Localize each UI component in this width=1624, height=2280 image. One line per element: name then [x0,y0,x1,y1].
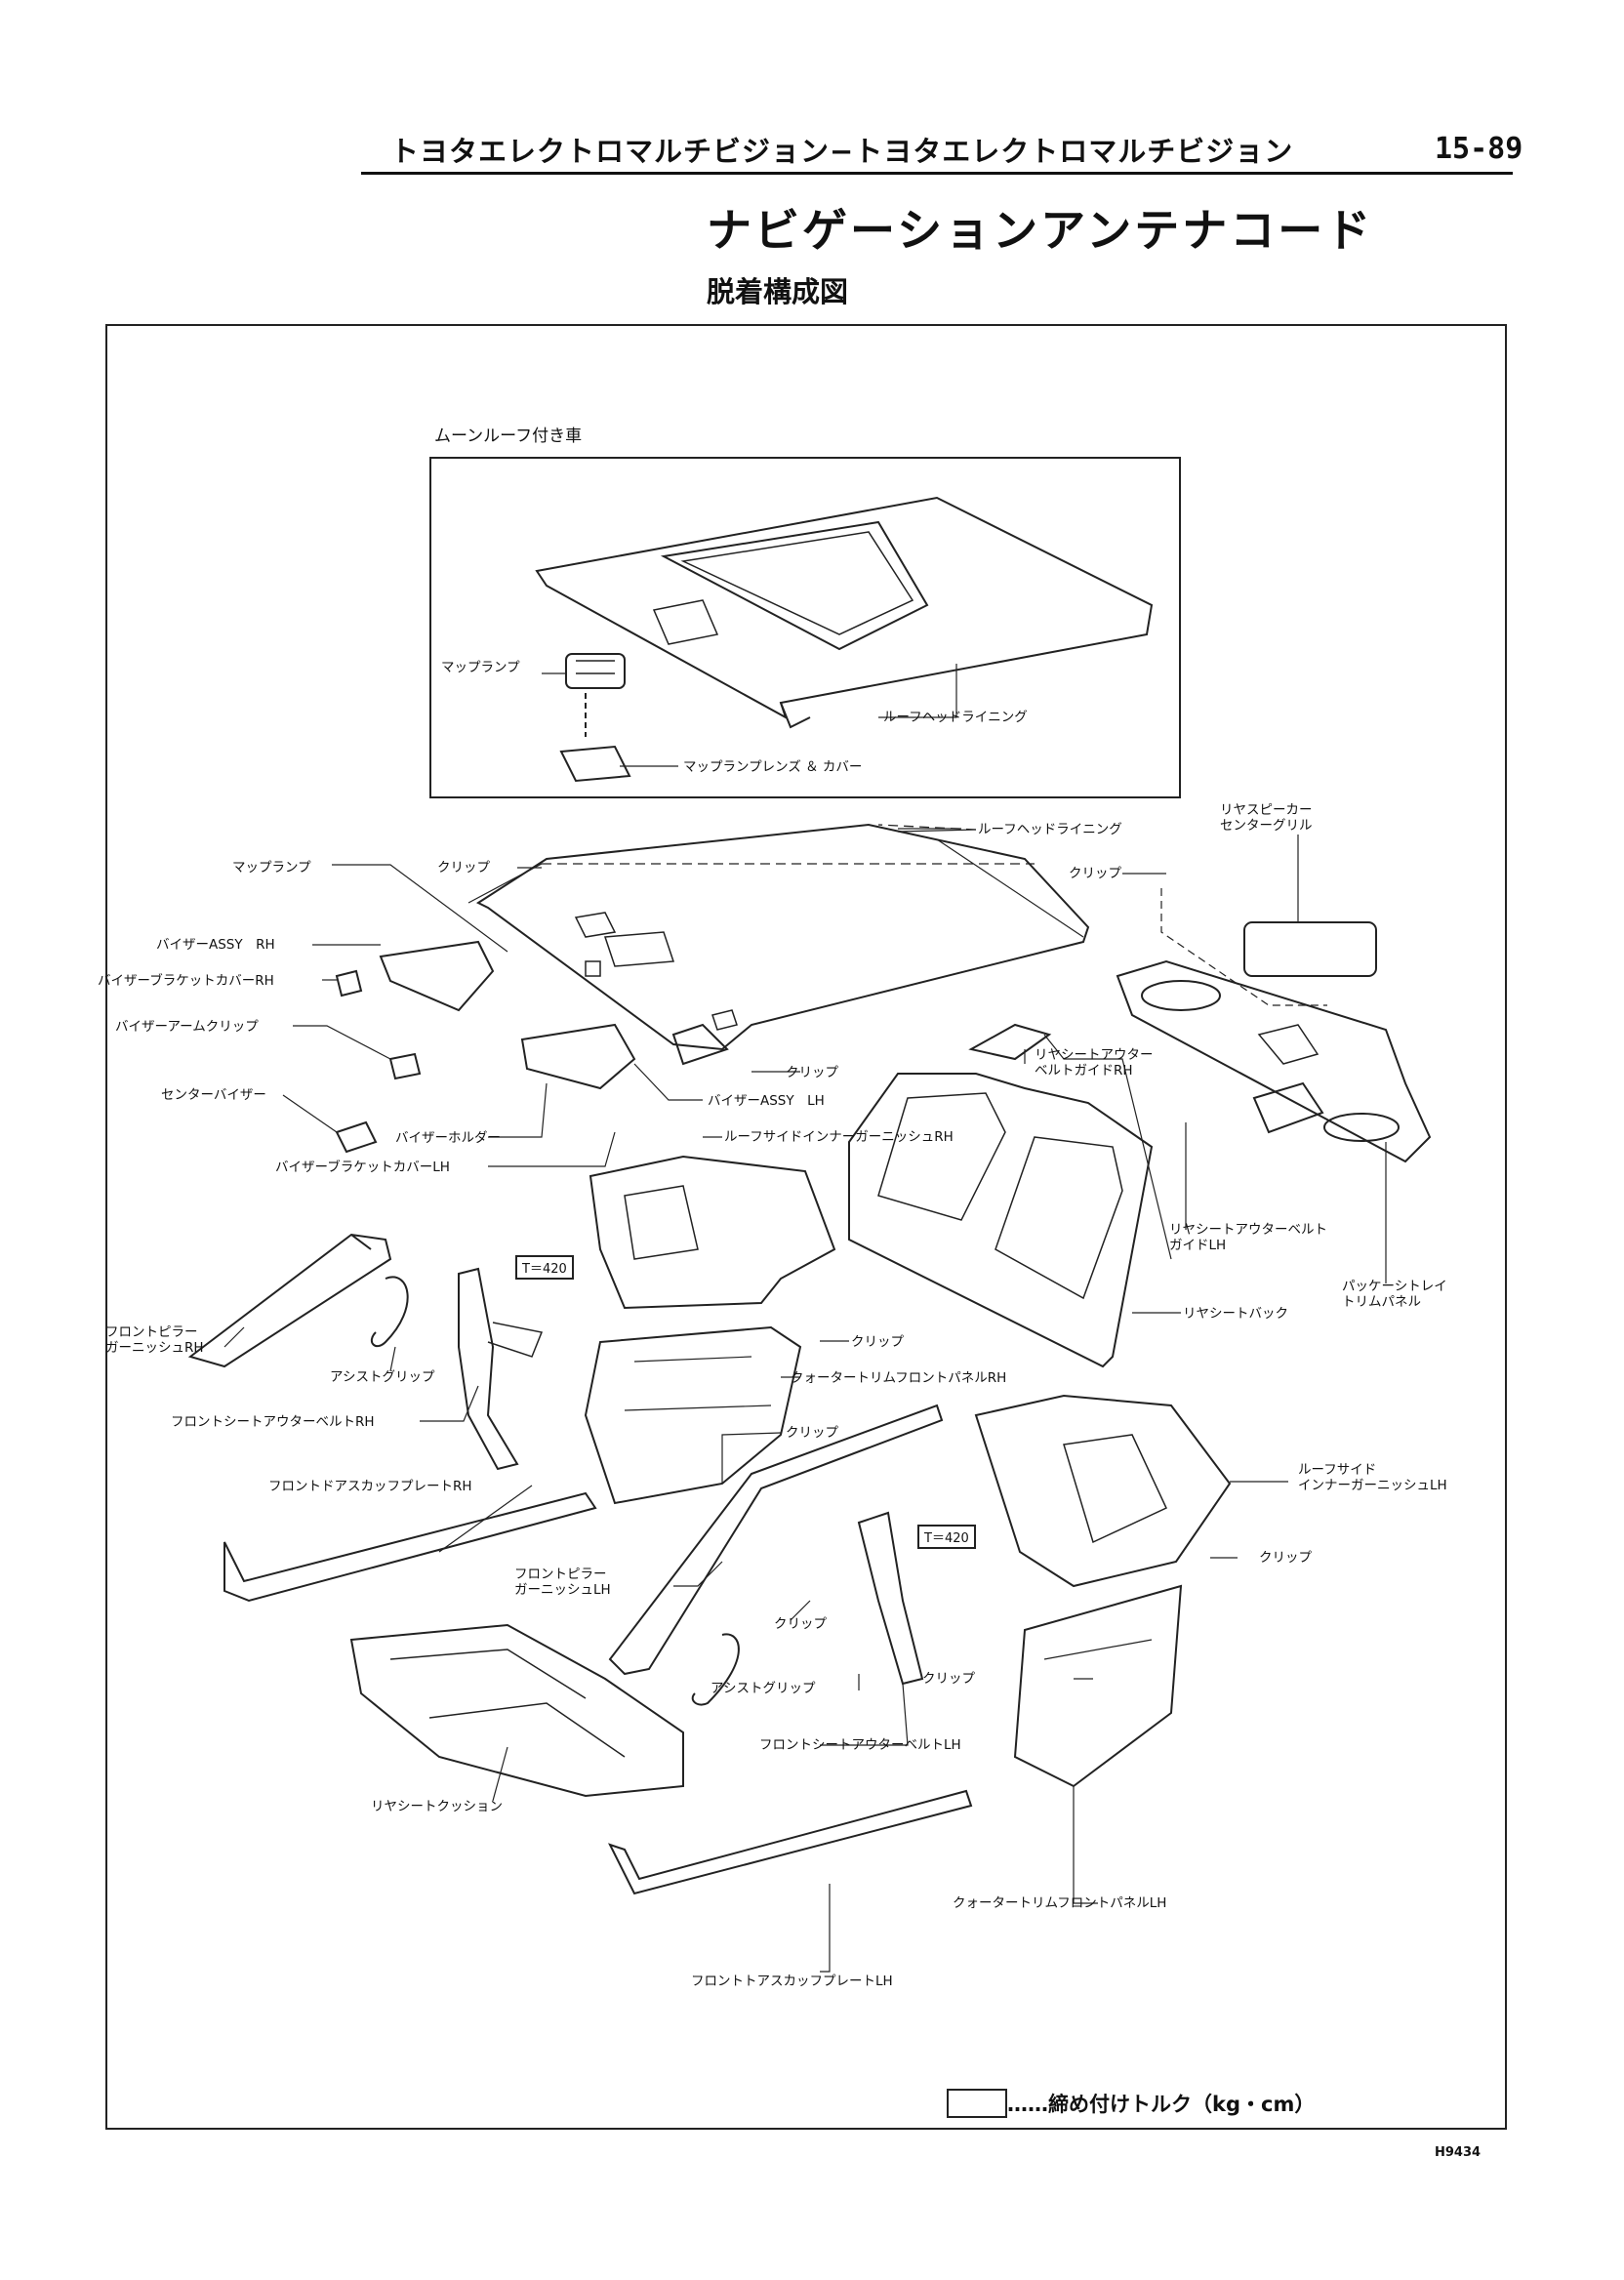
label-assist-grip-lh: アシストグリップ [710,1681,816,1696]
page-subtitle: 脱着構成図 [707,275,849,308]
label-clip-top-right: クリップ [1069,866,1121,881]
front-seat-outer-belt-lh [857,1511,924,1686]
label-rear-seat-outer-belt-guide-lh: リヤシートアウターベルト ガイドLH [1169,1222,1327,1253]
figure-code: H9434 [1435,2145,1482,2160]
label-roof-side-inner-garnish-lh: ルーフサイド インナーガーニッシュLH [1298,1462,1447,1493]
label-center-visor: センターバイザー [161,1087,266,1103]
label-front-pillar-garnish-lh: フロントピラー ガーニッシュLH [514,1567,611,1598]
label-clip-top-left: クリップ [437,860,490,875]
inset-lamp-lens [559,745,631,783]
visor-rh [379,940,495,1012]
package-tray [1116,959,1432,1163]
page-title: ナビゲーションアンテナコード [707,204,1374,257]
label-rear-seat-outer-belt-guide-rh: リヤシートアウター ベルトガイドRH [1035,1047,1154,1079]
label-visor-holder: バイザーホルダー [395,1130,501,1146]
label-visor-bracket-cover-lh: バイザーブラケットカバーLH [275,1160,450,1175]
front-pillar-garnish-rh [187,1233,392,1368]
label-rear-seat-cushion: リヤシートクッション [371,1799,503,1814]
roof-side-inner-garnish-lh [974,1394,1232,1588]
assist-grip-rh [370,1276,409,1348]
inset-map-lamp [565,653,626,689]
label-clip-center: クリップ [786,1065,838,1080]
torque-spec-rh: T＝420 [515,1255,574,1280]
front-pillar-garnish-lh [608,1404,944,1676]
label-rear-speaker-grille: リヤスピーカー センターグリル [1220,802,1313,834]
label-clip-lh-1: クリップ [774,1616,827,1632]
legend-text: ……締め付けトルク（kg・cm） [1007,2093,1316,2116]
label-rear-seat-back: リヤシートバック [1183,1306,1288,1322]
quarter-trim-rh [584,1325,802,1505]
label-front-pillar-garnish-rh: フロントピラー ガーニッシュRH [105,1324,204,1356]
rear-seat-back [848,1073,1154,1368]
label-visor-assy-rh: バイザーASSY RH [156,937,275,953]
label-package-tray-trim-panel: パッケーシトレイ トリムパネル [1342,1279,1447,1310]
label-front-door-scuff-plate-lh: フロントトアスカッフプレートLH [691,1974,893,1989]
label-visor-assy-lh: バイザーASSY LH [708,1093,825,1109]
roof-side-inner-garnish-rh [589,1155,836,1310]
label-visor-arm-clip: バイザーアームクリップ [115,1019,259,1035]
label-assist-grip-rh: アシストグリップ [330,1369,435,1385]
label-front-seat-outer-belt-rh: フロントシートアウターベルトRH [171,1414,375,1430]
torque-spec-lh: T＝420 [917,1525,976,1549]
quarter-trim-lh [1013,1584,1183,1788]
front-seat-outer-belt-rh [458,1267,519,1471]
leader-lines [223,829,1387,1973]
label-clip-quarter-rh: クリップ [851,1334,904,1350]
visor-lh [520,1023,636,1090]
center-visor [335,1120,378,1154]
page-number: 15-89 [1435,132,1523,166]
label-roof-headlining: ルーフヘッドライニング [978,822,1122,837]
inset-caption: ムーンルーフ付き車 [434,427,583,446]
diagram-frame [105,324,1507,2130]
inset-label-roof-headlining: ルーフヘッドライニング [883,710,1028,725]
scuff-plate-lh [608,1789,973,1895]
inset-label-map-lamp: マップランプ [441,660,520,675]
rear-seat-cushion [349,1623,684,1798]
moonroof-inset-frame [429,457,1181,798]
label-quarter-trim-front-panel-lh: クォータートリムフロントパネルLH [953,1895,1167,1911]
roof-headlining [475,823,1090,1051]
label-map-lamp: マップランプ [232,860,311,875]
label-visor-bracket-cover-rh: バイザーブラケットカバーRH [98,973,274,989]
header-rule [361,172,1513,175]
rear-speaker-grille [1243,921,1377,977]
label-roof-side-inner-garnish-rh: ルーフサイドインナーガーニッシュRH [724,1129,954,1145]
scuff-plate-rh [223,1491,597,1603]
label-front-door-scuff-plate-rh: フロントドアスカッフプレートRH [268,1479,472,1494]
assist-grip-lh [691,1633,740,1706]
legend-torque-box [947,2089,1007,2118]
inset-headliner [535,496,1154,720]
inset-moonroof-opening [660,520,929,651]
section-title: トヨタエレクトロマルチビジョン−トヨタエレクトロマルチビジョン [390,135,1294,168]
label-clip-lh-2: クリップ [922,1671,975,1687]
label-front-seat-outer-belt-lh: フロントシートアウターベルトLH [759,1737,961,1753]
label-quarter-trim-front-panel-rh: クォータートリムフロントパネルRH [791,1370,1007,1386]
inset-label-lens-cover: マップランプレンズ ＆ カバー [683,759,863,775]
label-clip-right: クリップ [1259,1550,1312,1566]
label-clip-lower: クリップ [786,1425,838,1441]
